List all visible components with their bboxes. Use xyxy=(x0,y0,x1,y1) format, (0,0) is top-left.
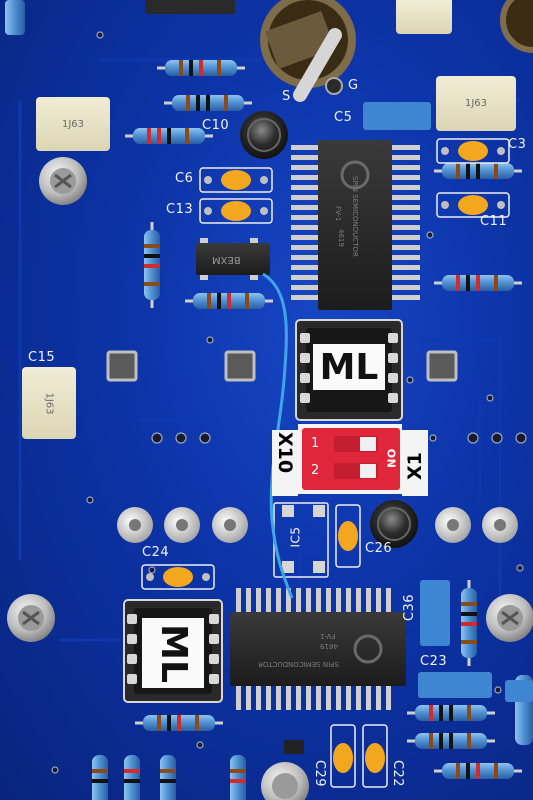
fv1-chip-bottom xyxy=(230,612,406,686)
dip-num-1: 1 xyxy=(311,436,320,451)
label-c26: C26 xyxy=(365,541,393,556)
label-c36: C36 xyxy=(402,593,418,622)
label-g: G xyxy=(348,78,359,93)
label-c13: C13 xyxy=(166,202,194,217)
film-cap-1j63-c15: 1J63 xyxy=(22,367,76,439)
dip-label-x10-text: X10 xyxy=(274,432,296,474)
dip-label-x10: X10 xyxy=(272,430,298,496)
transistor-mark: BEXM xyxy=(212,254,241,265)
resistors xyxy=(125,60,522,779)
label-ic5: IC5 xyxy=(288,526,303,548)
label-c11: C11 xyxy=(480,214,508,229)
dip-on-label: ON xyxy=(384,448,398,469)
label-c29: C29 xyxy=(312,759,328,788)
label-c6: C6 xyxy=(175,171,194,186)
ml-chip-text: ML xyxy=(152,623,194,683)
dip-num-2: 2 xyxy=(311,463,320,478)
fv1-bottom-model: FV-1 xyxy=(320,632,336,640)
fv1-chip-top xyxy=(318,140,392,310)
film-cap-top xyxy=(396,0,452,34)
fv1-bottom-code: 4619 xyxy=(320,642,338,650)
dip-label-x1: X1 xyxy=(402,430,428,496)
label-c15: C15 xyxy=(28,350,56,365)
label-c10: C10 xyxy=(202,118,230,133)
screw-left-top xyxy=(39,157,87,205)
fv1-bottom-brand: SPIN SEMICONDUCTOR xyxy=(258,660,339,668)
film-cap-1j63-left: 1J63 xyxy=(36,97,110,151)
label-c5: C5 xyxy=(334,110,353,125)
film-cap-1j63-right: 1J63 xyxy=(436,76,516,131)
ml-chip-label-top: ML xyxy=(313,344,385,390)
cap-text: 1J63 xyxy=(43,391,55,415)
label-c3: C3 xyxy=(508,137,527,152)
label-s: S xyxy=(282,89,291,104)
label-c22: C22 xyxy=(390,759,406,788)
label-c24: C24 xyxy=(142,545,170,560)
cap-text: 1J63 xyxy=(464,98,488,109)
dip-label-x1-text: X1 xyxy=(404,452,426,480)
cap-text: 1J63 xyxy=(61,118,85,130)
ml-chip-label-bottom: ML xyxy=(142,618,204,688)
label-c23: C23 xyxy=(420,654,448,669)
fv1-top-code: 4619 xyxy=(337,229,345,247)
fv1-top-brand: SPIN SEMICONDUCTOR xyxy=(351,176,359,257)
